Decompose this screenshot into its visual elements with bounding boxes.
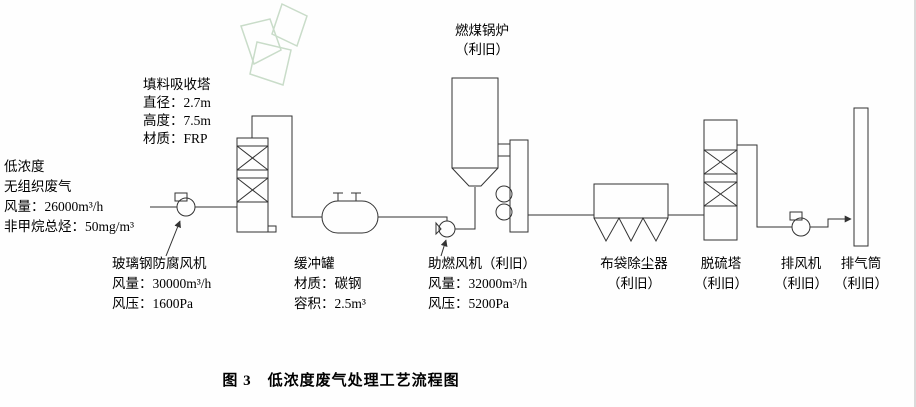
frp-fan-title: 玻璃钢防腐风机 (112, 256, 207, 271)
inlet-gas-line1: 低浓度 (4, 159, 45, 174)
combustion-fan-pressure: 风压：5200Pa (428, 296, 509, 311)
buffer-tank-outlet-pipe (378, 216, 448, 221)
watermark (240, 2, 308, 86)
bag-filter-symbol (593, 183, 669, 243)
stack-symbol (853, 107, 869, 247)
stack-inlet-pipe (810, 215, 852, 228)
desulf-tower-reused: （利旧） (694, 276, 748, 291)
buffer-tank-volume: 容积：2.5m³ (294, 296, 366, 311)
boiler-reused: （利旧） (455, 42, 509, 57)
combustion-fan-title: 助燃风机（利旧） (428, 256, 536, 271)
exhaust-fan-title: 排风机 (780, 256, 822, 271)
desulf-outlet-pipe (737, 144, 792, 228)
exhaust-fan-reused: （利旧） (774, 276, 828, 291)
buffer-tank-title: 缓冲罐 (294, 256, 335, 271)
desulf-tower-title: 脱硫塔 (700, 256, 742, 271)
bag-filter-title: 布袋除尘器 (600, 256, 668, 271)
inlet-gas-flow: 风量：26000m³/h (4, 199, 104, 214)
frp-fan-symbol (174, 192, 237, 217)
inlet-gas-label: 低浓度 无组织废气 风量：26000m³/h 非甲烷总烃：50mg/m³ (4, 157, 134, 237)
combustion-fan-label: 助燃风机（利旧） 风量：32000m³/h 风压：5200Pa (428, 254, 536, 314)
stack-label: 排气筒 （利旧） (832, 254, 890, 294)
exhaust-fan-label: 排风机 （利旧） (772, 254, 830, 294)
absorber-tower-symbol (236, 137, 277, 233)
boiler-label: 燃煤锅炉 （利旧） (442, 21, 522, 59)
page-edge-line (914, 0, 916, 407)
inlet-gas-line2: 无组织废气 (4, 179, 72, 194)
frp-fan-flow: 风量：30000m³/h (112, 276, 212, 291)
frp-fan-leader-arrow (165, 220, 181, 257)
frp-fan-pressure: 风压：1600Pa (112, 296, 193, 311)
absorber-diameter: 直径：2.7m (143, 95, 211, 110)
absorber-height: 高度：7.5m (143, 113, 211, 128)
boiler-title: 燃煤锅炉 (455, 23, 509, 38)
desulfurization-tower-symbol (703, 119, 738, 241)
combustion-fan-leader-arrow (440, 239, 448, 257)
absorber-title: 填料吸收塔 (143, 77, 211, 92)
absorber-outlet-pipe (251, 115, 322, 218)
absorber-material: 材质：FRP (143, 131, 208, 146)
buffer-tank-label: 缓冲罐 材质：碳钢 容积：2.5m³ (294, 254, 366, 314)
line-art (150, 77, 869, 257)
frp-fan-label: 玻璃钢防腐风机 风量：30000m³/h 风压：1600Pa (112, 254, 211, 314)
combustion-fan-flow: 风量：32000m³/h (428, 276, 528, 291)
buffer-tank-symbol (321, 192, 379, 234)
boiler-symbol (451, 77, 529, 233)
stack-reused: （利旧） (834, 276, 888, 291)
combustion-fan-symbol (435, 187, 476, 238)
bag-filter-label: 布袋除尘器 （利旧） (592, 254, 676, 294)
exhaust-fan-symbol (789, 211, 811, 237)
buffer-tank-material: 材质：碳钢 (294, 276, 362, 291)
figure-caption: 图 3 低浓度废气处理工艺流程图 (222, 373, 460, 389)
stack-title: 排气筒 (840, 256, 882, 271)
absorber-label: 填料吸收塔 直径：2.7m 高度：7.5m 材质：FRP (143, 76, 211, 148)
bag-filter-reused: （利旧） (607, 276, 661, 291)
desulf-tower-label: 脱硫塔 （利旧） (692, 254, 750, 294)
inlet-gas-nmhc: 非甲烷总烃：50mg/m³ (4, 219, 135, 234)
